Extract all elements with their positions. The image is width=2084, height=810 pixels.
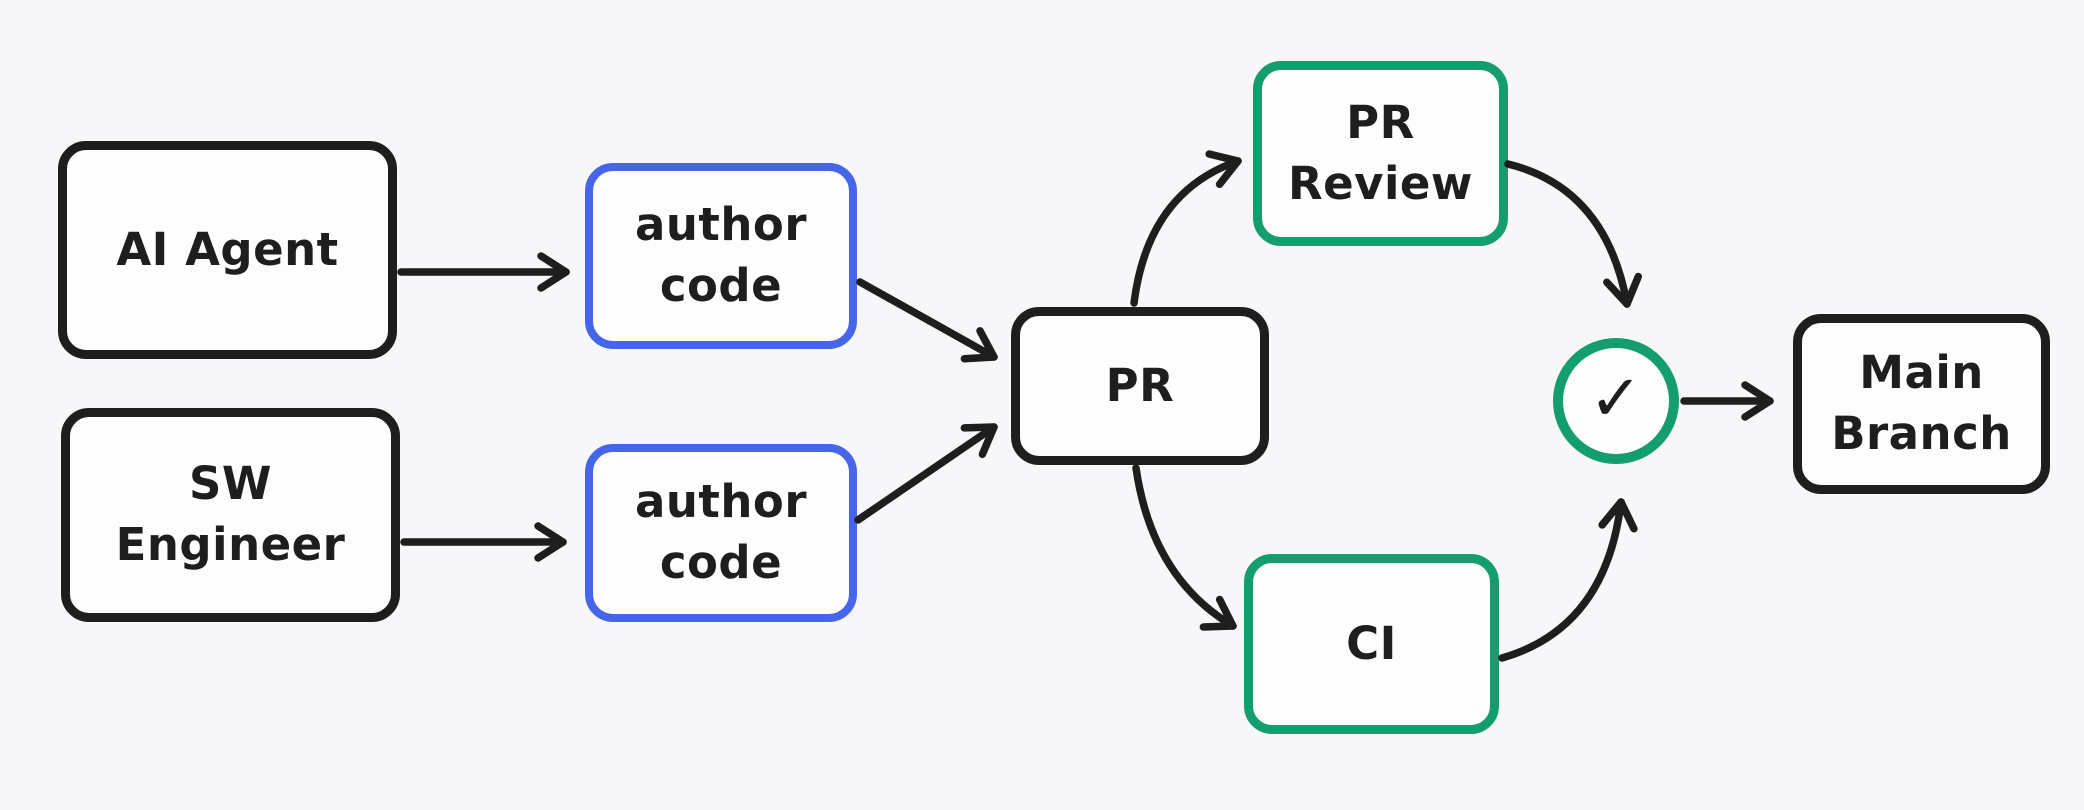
node-author-code-bottom-label: author code (634, 475, 808, 589)
node-sw-engineer: SW Engineer (61, 408, 400, 622)
node-ai-agent-label: AI Agent (116, 222, 339, 276)
node-approval-check: ✓ (1553, 338, 1679, 464)
arrow-pr-to-pr-review (1130, 150, 1242, 307)
node-ai-agent: AI Agent (58, 141, 397, 359)
node-pr: PR (1011, 307, 1269, 465)
node-ci: CI (1244, 554, 1499, 734)
node-ci-label: CI (1346, 616, 1397, 670)
node-pr-label: PR (1105, 358, 1175, 412)
node-author-code-bottom: author code (585, 444, 857, 622)
arrow-pr-to-ci (1132, 464, 1237, 631)
node-main-branch-label: Main Branch (1831, 346, 2012, 460)
arrow-author-code-top-to-pr (856, 278, 998, 363)
node-pr-review-label: PR Review (1287, 95, 1474, 210)
node-author-code-top: author code (585, 163, 857, 349)
node-pr-review: PR Review (1253, 61, 1508, 246)
arrow-pr-review-to-approval (1504, 160, 1643, 308)
node-sw-engineer-label: SW Engineer (115, 457, 346, 571)
node-author-code-top-label: author code (634, 198, 808, 312)
arrow-ci-to-approval (1498, 498, 1638, 662)
arrow-author-code-bottom-to-pr (854, 423, 998, 524)
check-icon: ✓ (1588, 362, 1644, 436)
node-main-branch: Main Branch (1793, 314, 2050, 494)
